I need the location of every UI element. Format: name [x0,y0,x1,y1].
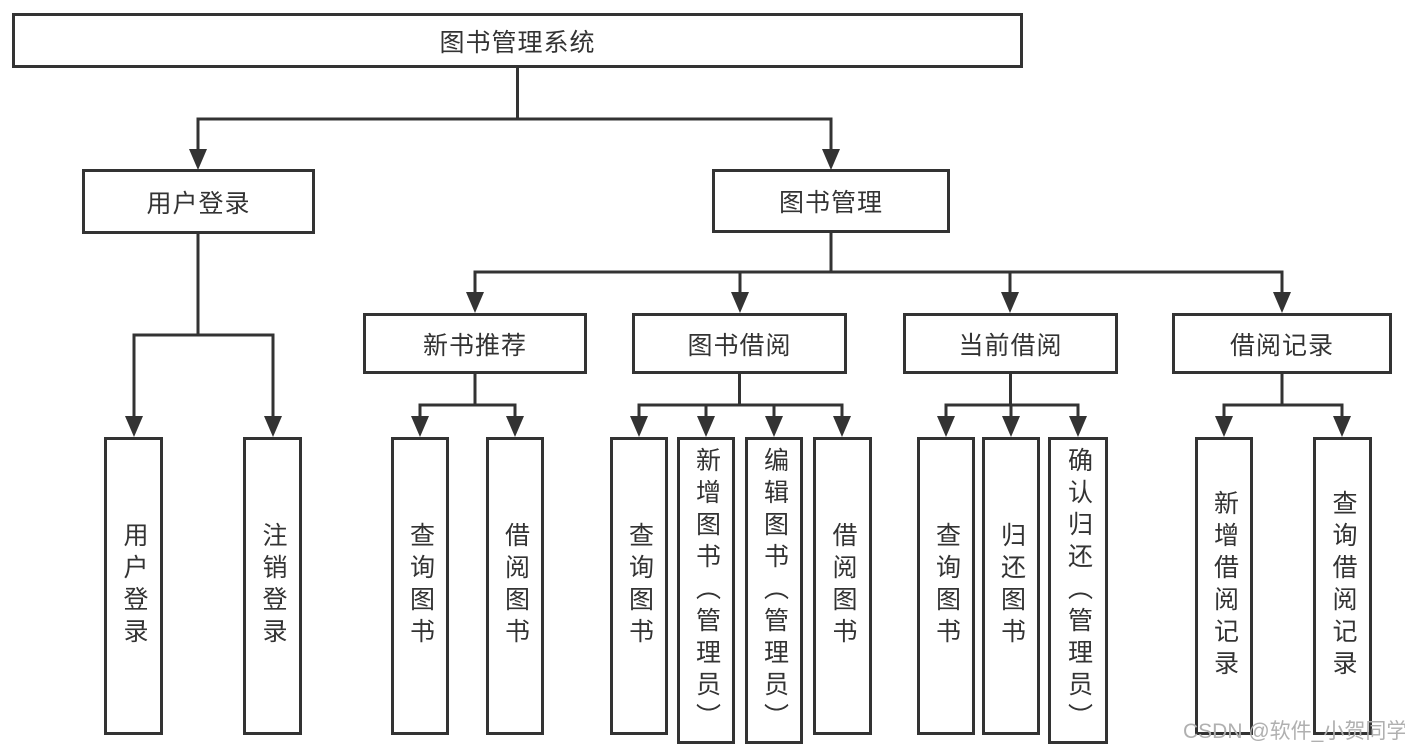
leaf-logout: 注销登录 [243,437,302,735]
node-label: 当前借阅 [958,331,1063,360]
node-label: 借阅图书 [501,522,530,650]
node-user-login: 用户登录 [82,169,315,234]
node-label: 确认归还（管理员） [1064,446,1093,735]
watermark: CSDN @软件_小贺同学 [1183,720,1405,743]
node-label: 图书管理 [778,189,883,217]
node-label: 查询借阅记录 [1329,490,1357,682]
leaf-add-book-admin: 新增图书（管理员） [677,437,735,744]
node-book-management: 图书管理 [712,169,950,233]
node-label: 图书借阅 [687,331,792,360]
leaf-return-book: 归还图书 [982,437,1040,735]
node-current-borrow: 当前借阅 [903,313,1118,374]
leaf-edit-book-admin: 编辑图书（管理员） [745,437,803,744]
leaf-borrow-books-recommend: 借阅图书 [486,437,544,735]
node-label: 用户登录 [120,522,148,650]
node-label: 借阅记录 [1229,331,1334,360]
node-label: 借阅图书 [829,522,857,650]
leaf-query-books-recommend: 查询图书 [391,437,449,735]
leaf-confirm-return-admin: 确认归还（管理员） [1048,437,1108,744]
node-label: 用户登录 [146,189,251,218]
node-new-book-recommend: 新书推荐 [363,313,587,374]
node-label: 归还图书 [997,522,1026,650]
node-label: 查询图书 [406,522,435,650]
node-system-root: 图书管理系统 [12,13,1023,68]
node-book-borrow: 图书借阅 [632,313,847,374]
node-label: 新书推荐 [422,331,527,360]
node-label: 注销登录 [259,522,287,650]
node-label: 编辑图书（管理员） [760,446,789,735]
leaf-user-login: 用户登录 [104,437,163,735]
node-borrow-records: 借阅记录 [1172,313,1392,374]
leaf-query-books-borrow: 查询图书 [610,437,668,735]
node-label: 查询图书 [625,522,654,650]
node-label: 新增借阅记录 [1210,490,1239,682]
leaf-borrow-books: 借阅图书 [813,437,872,735]
leaf-add-borrow-record: 新增借阅记录 [1195,437,1253,735]
leaf-query-borrow-record: 查询借阅记录 [1313,437,1372,735]
node-label: 查询图书 [932,522,961,650]
node-label: 新增图书（管理员） [692,446,721,735]
leaf-query-books-current: 查询图书 [917,437,975,735]
node-label: 图书管理系统 [439,28,596,57]
